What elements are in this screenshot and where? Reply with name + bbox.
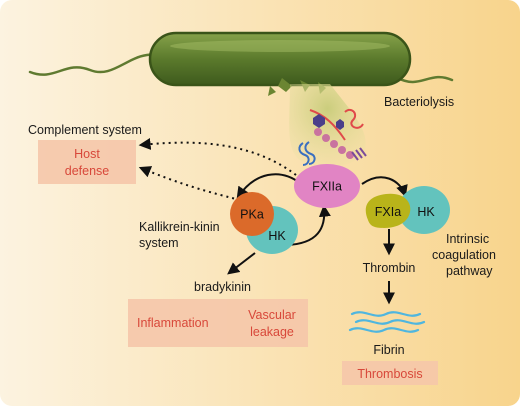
fxiia-to-host-defense-arrow [138, 138, 297, 176]
intrinsic-pathway-label-line1: Intrinsic [446, 232, 489, 246]
hk-left-label: HK [268, 229, 286, 243]
bacterium-flagellum [396, 75, 454, 84]
host-defense-line2: defense [65, 164, 110, 178]
fibrin-illustration [348, 311, 426, 333]
thrombosis-label: Thrombosis [357, 367, 422, 381]
fxia-label: FXIa [375, 205, 401, 219]
inflammation-label: Inflammation [137, 316, 209, 330]
hk-right-node [398, 186, 450, 234]
host-defense-line1: Host [74, 147, 100, 161]
bacterium-illustration [28, 31, 454, 96]
kallikrein-kinin-label-line1: Kallikrein-kinin [139, 220, 220, 234]
fibrin-label: Fibrin [373, 343, 404, 357]
inflammation-leakage-box [128, 299, 308, 347]
hk-right-label: HK [417, 205, 435, 219]
fxiia-activates-fxi-arrow [361, 176, 408, 198]
thrombosis-box [342, 361, 438, 385]
host-defense-box [38, 140, 136, 184]
bradykinin-label: bradykinin [194, 280, 251, 294]
bacteriolysis-release [289, 84, 367, 167]
fxiia-label: FXIIa [312, 180, 342, 194]
vascular-leakage-line1: Vascular [248, 308, 296, 322]
vascular-leakage-line2: leakage [250, 325, 294, 339]
intrinsic-pathway-label-line3: pathway [446, 264, 493, 278]
fxiia-activates-pka-arrow [236, 173, 301, 199]
pka-to-host-defense-arrow [138, 166, 241, 201]
intrinsic-pathway-label-line2: coagulation [432, 248, 496, 262]
fxiia-node [294, 164, 360, 208]
fxia-node [365, 193, 411, 228]
kallikrein-kinin-label-line2: system [139, 236, 179, 250]
hk-to-bradykinin-arrow [227, 252, 256, 275]
pka-label: PKa [240, 208, 264, 222]
bacterium-flagellum [28, 53, 162, 76]
pka-activates-fxii-arrow [285, 204, 331, 246]
bacteriolysis-label: Bacteriolysis [384, 95, 454, 109]
pka-node [230, 192, 274, 236]
thrombin-label: Thrombin [363, 261, 416, 275]
complement-system-label: Complement system [28, 123, 142, 137]
